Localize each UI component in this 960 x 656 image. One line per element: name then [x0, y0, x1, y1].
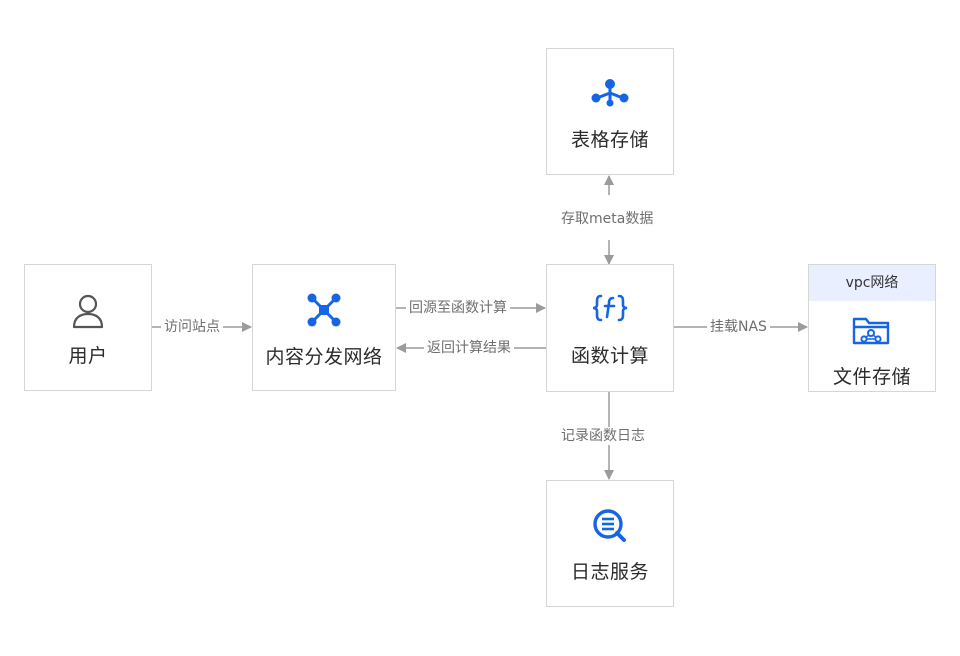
- edge-label-mount-nas: 挂载NAS: [707, 318, 770, 336]
- node-log-service[interactable]: 日志服务: [546, 480, 674, 607]
- node-user-label: 用户: [68, 345, 108, 367]
- edge-label-back-to-origin: 回源至函数计算: [406, 299, 510, 317]
- edge-label-return-result: 返回计算结果: [424, 339, 514, 357]
- tree-node-icon: [591, 77, 629, 107]
- node-cdn[interactable]: 内容分发网络: [252, 264, 396, 391]
- node-table-store-label: 表格存储: [570, 129, 649, 151]
- node-user[interactable]: 用户: [24, 264, 152, 391]
- edge-label-visit-site: 访问站点: [161, 318, 223, 336]
- node-table-store[interactable]: 表格存储: [546, 48, 674, 175]
- user-icon: [71, 293, 105, 331]
- folder-share-icon: [852, 315, 892, 347]
- node-log-service-label: 日志服务: [570, 561, 649, 583]
- node-file-storage-label: 文件存储: [832, 366, 911, 388]
- vpc-network-header: vpc网络: [809, 265, 935, 301]
- log-search-icon: [592, 508, 628, 544]
- node-function-compute-label: 函数计算: [570, 345, 649, 367]
- edge-label-write-log: 记录函数日志: [558, 427, 648, 445]
- node-function-compute[interactable]: 函数计算: [546, 264, 674, 392]
- node-file-storage[interactable]: vpc网络 文件存储: [808, 264, 936, 392]
- edge-label-read-meta: 存取meta数据: [558, 210, 657, 228]
- network-hub-icon: [305, 292, 343, 328]
- node-cdn-label: 内容分发网络: [265, 346, 383, 368]
- function-braces-icon: [592, 293, 628, 323]
